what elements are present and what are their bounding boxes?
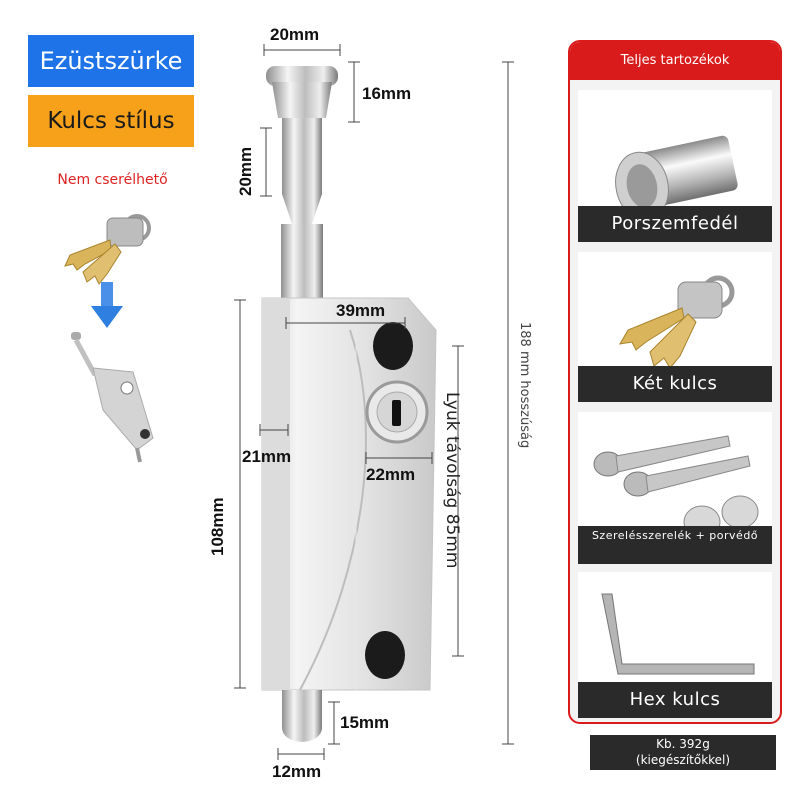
- hex-key-icon: [601, 593, 755, 675]
- dust-cover-icon: [615, 135, 738, 221]
- dim-total-length: 188 mm hosszúság: [517, 322, 532, 449]
- lower-shaft: [281, 224, 323, 306]
- accessory-label-keys: Két kulcs: [578, 366, 772, 402]
- knob: [266, 66, 338, 118]
- accessory-label-screws: Szerelésszerelék + porvédő: [578, 526, 772, 564]
- screws-and-caps-icon: [593, 435, 759, 539]
- style-badge: Kulcs stílus: [28, 95, 194, 147]
- color-badge: Ezüstszürke: [28, 35, 194, 87]
- dim-keyhole-width: 22mm: [366, 465, 416, 484]
- dim-body-height: 108mm: [208, 497, 227, 556]
- screw-hole-top: [373, 322, 413, 370]
- dim-knob-height: 16mm: [362, 84, 412, 103]
- keyhole-icon: [365, 380, 429, 444]
- upper-pin: [282, 118, 322, 194]
- dim-bottom-pin-width: 12mm: [272, 762, 322, 781]
- main-lock-drawing: [234, 44, 514, 760]
- accessories-title: Teljes tartozékok: [570, 42, 780, 80]
- non-replaceable-note: Nem cserélhető: [57, 172, 168, 188]
- dimension-lines: [234, 44, 514, 760]
- weight-note: (kiegészítőkkel): [635, 753, 731, 767]
- dim-bottom-pin-height: 15mm: [340, 713, 390, 732]
- key-and-lock-illustration: [64, 214, 154, 463]
- weight-box: Kb. 392g (kiegészítőkkel): [590, 735, 776, 770]
- screw-hole-bottom: [365, 631, 405, 679]
- accessory-label-hex-key: Hex kulcs: [578, 682, 772, 718]
- dim-body-width: 39mm: [336, 301, 386, 320]
- mini-lock-icon: [71, 332, 154, 463]
- weight-line: Kb. 392g: [656, 737, 710, 751]
- dim-body-depth: 21mm: [242, 447, 292, 466]
- accessory-label-dust-cover: Porszemfedél: [578, 206, 772, 242]
- dim-knob-width: 20mm: [270, 25, 320, 44]
- two-keys-icon: [619, 275, 735, 369]
- down-arrow-icon: [91, 282, 123, 328]
- dim-hole-distance: Lyuk távolság 85mm: [442, 392, 462, 569]
- dim-pin-height: 20mm: [236, 146, 255, 196]
- small-keys-icon: [64, 214, 151, 285]
- accessories-panel: Teljes tartozékok Porszemfedél: [568, 40, 782, 724]
